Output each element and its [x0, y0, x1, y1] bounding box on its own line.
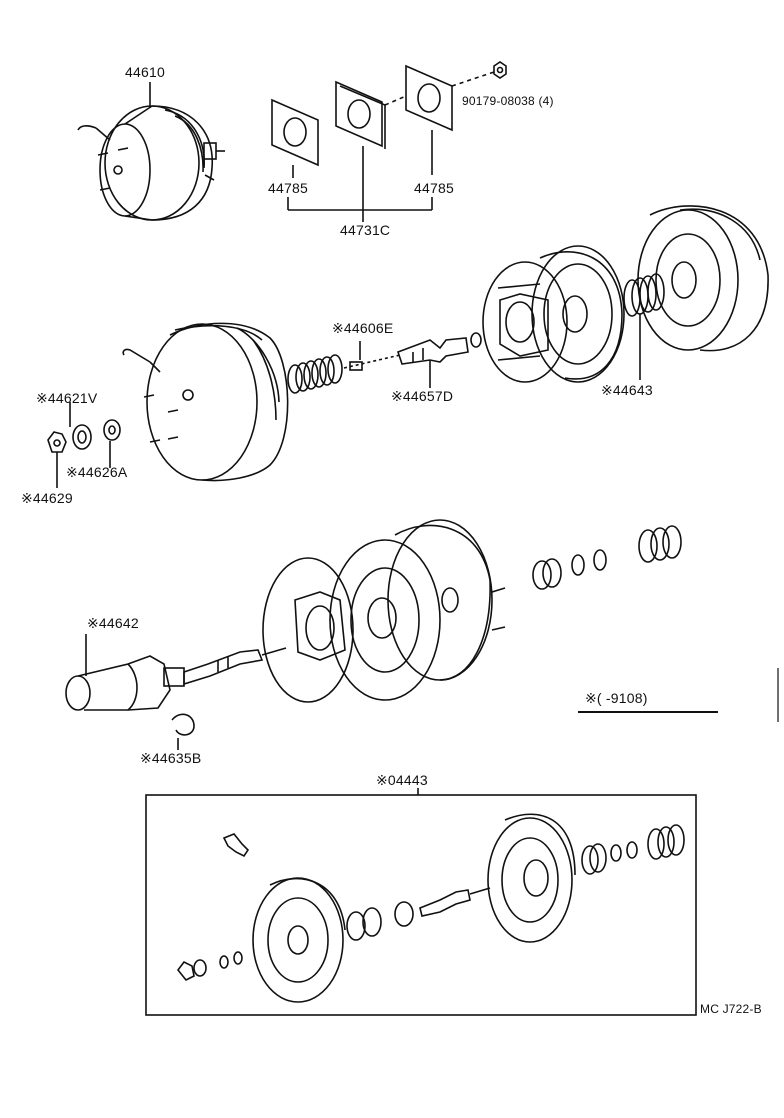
rod-assy: [183, 647, 287, 686]
nut: [493, 61, 507, 79]
cylinder-body-44642: [65, 634, 185, 711]
diaphragm-plate: [482, 261, 568, 383]
pushrod-44657d: [396, 332, 482, 388]
gasket-center: [335, 80, 386, 210]
label-rod-44657d: ※44657D: [391, 388, 454, 404]
label-retainer-44626a: ※44626A: [66, 464, 128, 480]
gasket-left: [271, 98, 319, 178]
label-key-44635b: ※44635B: [140, 750, 202, 766]
gasket-set-bracket: [287, 197, 433, 222]
key-44635b: [171, 713, 195, 750]
kit-small-part: [222, 833, 250, 858]
shell-lower: [387, 519, 506, 681]
spring: [287, 354, 343, 394]
boot-44643: [623, 273, 665, 380]
label-gasket-left: 44785: [268, 180, 308, 196]
seals-lower: [532, 525, 682, 590]
gasket-right: [405, 64, 453, 175]
label-nut: 90179-08038 (4): [462, 94, 554, 108]
kit-seals-right: [581, 824, 685, 875]
label-kit-04443: ※04443: [376, 772, 428, 788]
kit-rod: [419, 887, 491, 917]
label-gasket-set: 44731C: [340, 222, 391, 238]
booster-shell-front: [122, 322, 289, 482]
kit-box: [145, 794, 697, 1016]
kit-diaphragm-right: [487, 813, 576, 943]
label-seal-44621v: ※44621V: [36, 390, 98, 406]
label-boot-44643: ※44643: [601, 382, 653, 398]
label-gasket-right: 44785: [414, 180, 454, 196]
label-note-range: ※( -9108): [585, 690, 648, 706]
plate-assy: [262, 557, 354, 703]
label-clip-44629: ※44629: [21, 490, 73, 506]
booster-shell-rear: [637, 205, 769, 352]
label-booster-assy: 44610: [125, 64, 165, 80]
diaphragm-lower: [329, 539, 441, 701]
clip-44629: [47, 431, 67, 488]
label-body-44642: ※44642: [87, 615, 139, 631]
label-drawing-code: MC J722-B: [700, 1002, 762, 1016]
retainer-44626a: [103, 419, 121, 468]
kit-small-seals: [176, 951, 243, 982]
diaphragm: [531, 245, 625, 383]
kit-seals-left: [346, 901, 414, 941]
seal-44606e: [349, 341, 363, 371]
label-seal-44606e: ※44606E: [332, 320, 394, 336]
kit-diaphragm-left: [252, 877, 346, 1003]
booster-assy-small: [77, 82, 225, 221]
seal-44621v: [69, 402, 92, 450]
